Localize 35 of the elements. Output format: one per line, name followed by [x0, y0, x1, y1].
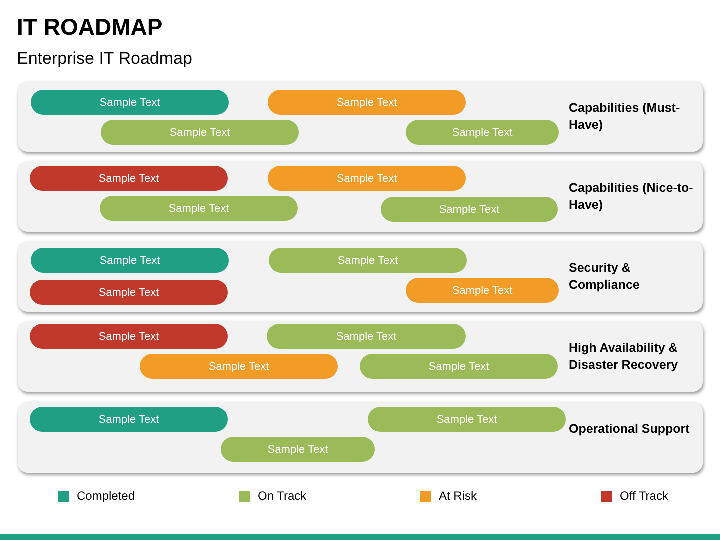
legend-label: Completed — [77, 489, 136, 503]
swimlane-band — [18, 321, 703, 392]
legend-label: Off Track — [620, 489, 668, 503]
swimlane-band — [18, 402, 703, 473]
task-bar: Sample Text — [268, 166, 466, 191]
task-bar: Sample Text — [268, 90, 466, 115]
lane-label: Capabilities (Must-Have) — [569, 100, 682, 134]
task-bar: Sample Text — [267, 324, 466, 349]
legend-label: At Risk — [439, 489, 478, 503]
lane-label: Capabilities (Nice-to-Have) — [569, 180, 694, 214]
task-bar: Sample Text — [221, 437, 375, 462]
task-bar: Sample Text — [31, 90, 229, 115]
task-bar: Sample Text — [269, 248, 467, 273]
title: IT ROADMAP — [17, 14, 163, 41]
task-bar: Sample Text — [30, 166, 228, 191]
subtitle: Enterprise IT Roadmap — [17, 49, 192, 69]
task-bar: Sample Text — [381, 197, 558, 222]
swimlane-band — [18, 81, 703, 152]
lane-label: Security & Compliance — [569, 260, 641, 294]
task-bar: Sample Text — [406, 278, 559, 303]
task-bar: Sample Text — [101, 120, 299, 145]
task-bar: Sample Text — [30, 324, 228, 349]
task-bar: Sample Text — [140, 354, 338, 379]
swimlane-band — [18, 241, 703, 312]
task-bar: Sample Text — [30, 407, 228, 432]
lane-label: High Availability & Disaster Recovery — [569, 340, 680, 374]
task-bar: Sample Text — [360, 354, 558, 379]
task-bar: Sample Text — [100, 196, 298, 221]
task-bar: Sample Text — [368, 407, 566, 432]
lane-label: Operational Support — [569, 420, 691, 438]
task-bar: Sample Text — [30, 280, 228, 305]
task-bar: Sample Text — [406, 120, 559, 145]
swimlane-band — [18, 161, 703, 232]
task-bar: Sample Text — [31, 248, 229, 273]
legend-label: On Track — [258, 489, 307, 503]
